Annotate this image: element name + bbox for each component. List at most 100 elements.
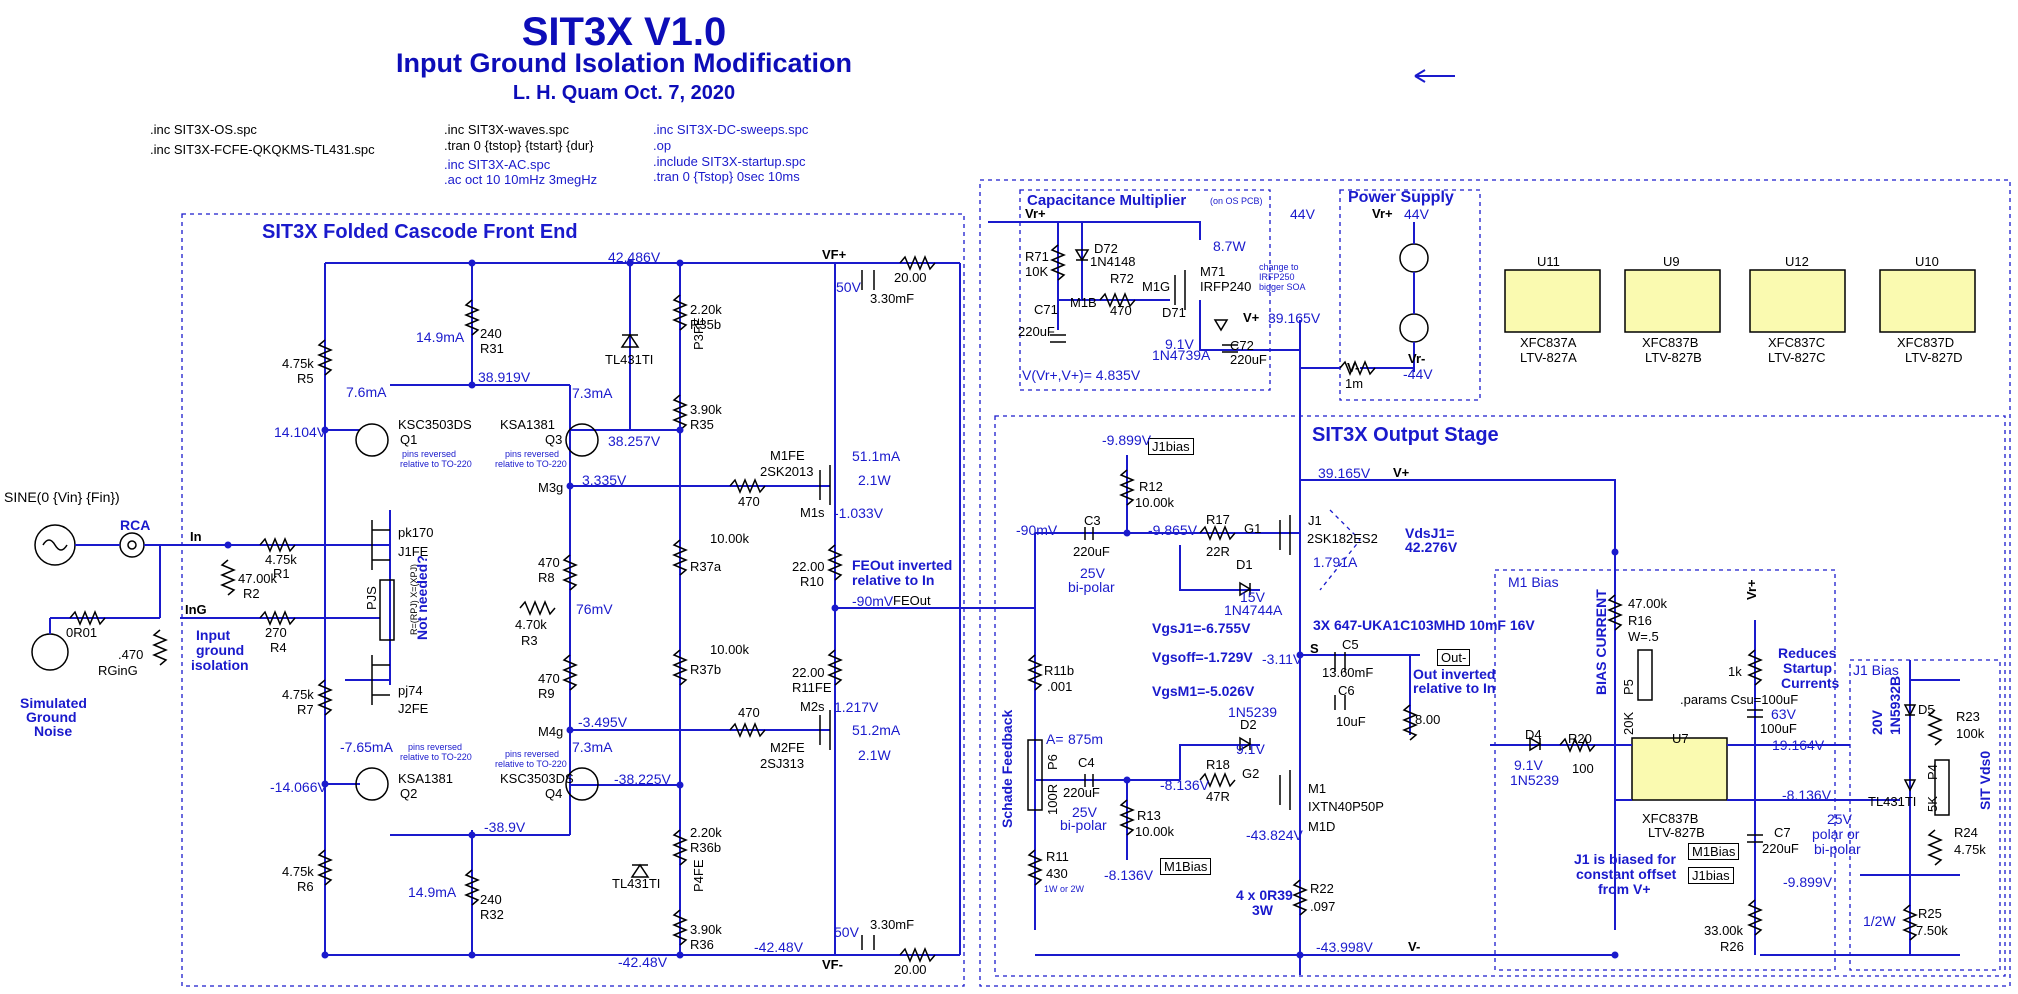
pins-note: relative to TO-220 [495, 459, 567, 469]
r37b-symbol [672, 649, 688, 686]
d2-label: D2 [1240, 717, 1257, 732]
r20-symbol [1559, 737, 1596, 753]
r11-value: 430 [1046, 866, 1068, 881]
r6-label: R6 [297, 879, 314, 894]
isolation-label: ground [196, 642, 245, 658]
m71-symbol [1174, 270, 1186, 310]
i-765: -7.65mA [340, 739, 393, 755]
m71-label: M71 [1200, 264, 1226, 279]
r23-value: 100k [1956, 726, 1985, 741]
i-149b: 14.9mA [408, 884, 457, 900]
csu-voltage: 63V [1771, 706, 1796, 722]
d71-label: D71 [1162, 305, 1186, 320]
front-end-box [181, 213, 965, 987]
r36b-value: 2.20k [690, 825, 722, 840]
directive-line: .tran 0 {Tstop} 0sec 10ms [653, 169, 800, 184]
r25-label: R25 [1918, 906, 1942, 921]
c7-label: C7 [1774, 825, 1791, 840]
c6-value: 10uF [1336, 714, 1366, 729]
opto-u11-label: XFC837A [1520, 335, 1577, 350]
section-cap-mult: Capacitance Multiplier [1027, 192, 1187, 209]
r36-symbol [672, 909, 688, 946]
r6-value: 4.75k [282, 864, 314, 879]
d4-voltage: 9.1V [1514, 757, 1543, 773]
power-supply-box [1339, 189, 1481, 401]
author-date: L. H. Quam Oct. 7, 2020 [512, 82, 736, 104]
r470b-symbol [729, 722, 766, 738]
r37b-label: R37b [690, 662, 722, 677]
pins-note: relative to TO-220 [495, 759, 567, 769]
section-power-supply: Power Supply [1348, 189, 1454, 206]
directive-line: .inc SIT3X-FCFE-QKQKMS-TL431.spc [150, 142, 375, 157]
p5-label: P5 [1621, 679, 1636, 695]
ps-r1m: 1m [1345, 376, 1364, 391]
directive-line: .inc SIT3X-OS.spc [150, 122, 257, 137]
c-vf-plus-value: 3.30mF [870, 291, 915, 306]
d1-symbol [1239, 581, 1252, 597]
c3-symbol [1084, 527, 1094, 540]
opto-u11 [1504, 269, 1601, 333]
isolation-label: Input [196, 627, 231, 643]
p5-value: 20K [1621, 711, 1636, 735]
not-needed-note: Not needed? [414, 555, 430, 640]
r17-label: R17 [1206, 512, 1230, 527]
r2-label: R2 [243, 586, 260, 601]
q1-label: Q1 [400, 432, 418, 447]
r32-value: 240 [480, 892, 502, 907]
r17-symbol [1199, 525, 1236, 541]
cap-mult-note: (on OS PCB) [1210, 196, 1263, 206]
c5-symbol [1334, 652, 1346, 672]
directive-line: .tran 0 {tstop} {tstart} {dur} [444, 138, 594, 153]
r1m-symbol [1339, 360, 1376, 376]
r13-symbol [1119, 799, 1135, 836]
m4g-node: M4g [538, 724, 564, 739]
c-vf-plus-symbol [861, 270, 875, 290]
c4-symbol [1084, 774, 1094, 787]
c-su-symbol [1747, 709, 1763, 718]
c7-type: polar or [1812, 826, 1860, 842]
c71-symbol [1050, 334, 1066, 343]
isolation-label: isolation [191, 657, 249, 673]
r9-label: R9 [538, 686, 555, 701]
i-512: 51.2mA [852, 722, 901, 738]
os-v43998: -43.998V [1316, 939, 1373, 955]
r24-symbol [1927, 829, 1943, 866]
v-3495: -3.495V [578, 714, 628, 730]
r24-value: 4.75k [1954, 842, 1986, 857]
v-38225: -38.225V [614, 771, 671, 787]
r35-label: R35 [690, 417, 714, 432]
tl431-j1-symbol [1903, 779, 1917, 792]
m1-symbol [1279, 770, 1291, 810]
r11fe-label: R11FE [792, 680, 832, 695]
r25-power: 1/2W [1863, 913, 1896, 929]
m1-part: IXTN40P50P [1308, 799, 1384, 814]
vdsj1-label: VdsJ1= [1405, 525, 1455, 541]
m1b-m1bias-tag: M1Bias [1688, 843, 1740, 860]
r16-width: W=.5 [1628, 629, 1659, 644]
cm-v39165: 39.165V [1268, 310, 1321, 326]
j2fe-symbol [371, 655, 390, 705]
d71-part: 1N4739A [1152, 347, 1211, 363]
i-149a: 14.9mA [416, 329, 465, 345]
d1-part: 1N4744A [1224, 602, 1283, 618]
m1b-v8136: -8.136V [1782, 787, 1832, 803]
r22-note: 3W [1252, 902, 1273, 918]
u7-ref: U7 [1672, 731, 1689, 746]
r71-label: R71 [1025, 249, 1049, 264]
r1k-symbol [1747, 649, 1763, 686]
r35-symbol [672, 394, 688, 431]
r20b-symbol [899, 947, 936, 963]
ps-v-minus: V- [1347, 360, 1360, 375]
r31-value: 240 [480, 326, 502, 341]
opto-u11-ref: U11 [1537, 254, 1560, 269]
m2fe-part: 2SJ313 [760, 756, 805, 771]
d72-part: 1N4148 [1090, 254, 1136, 269]
vsrc-plus-symbol [1399, 243, 1429, 273]
os-v8136a: -8.136V [1160, 777, 1210, 793]
m2fe-symbol [819, 710, 831, 750]
rging-label: RGinG [98, 663, 138, 678]
c3-type: bi-polar [1068, 579, 1115, 595]
r23-symbol [1927, 709, 1943, 746]
p3fe-label: P3FE [691, 317, 706, 350]
